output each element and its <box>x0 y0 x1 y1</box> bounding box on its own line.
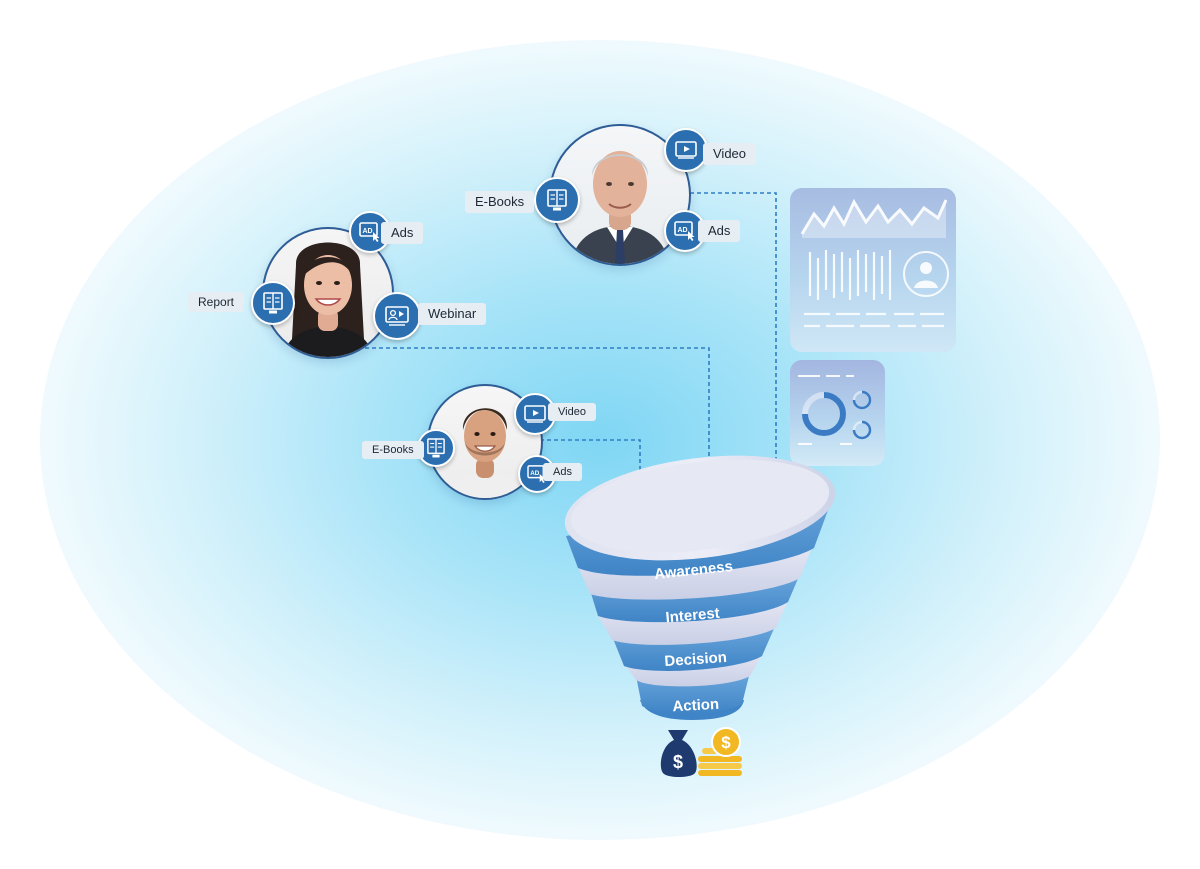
ebook-icon <box>547 189 567 211</box>
channel-label-ads: Ads <box>698 220 741 242</box>
connector-woman <box>358 347 710 506</box>
money-bag-and-coins-icon: $ $ <box>660 727 742 777</box>
video-icon <box>524 405 546 423</box>
funnel-stage-decision: Decision <box>664 649 728 670</box>
ebook-icon-badge[interactable] <box>534 177 580 223</box>
channel-label-webinar: Webinar <box>418 303 487 325</box>
report-icon-badge[interactable] <box>251 281 295 325</box>
channel-label-report: Report <box>188 292 245 312</box>
portrait-young-man <box>443 408 527 498</box>
donut-stats-panel <box>790 360 885 466</box>
channel-label-ads: Ads <box>543 463 582 481</box>
channel-label-ads: Ads <box>381 222 424 244</box>
video-icon <box>675 141 697 159</box>
analytics-chart-graphic <box>800 198 949 328</box>
coin-stack-icon: $ <box>698 727 742 776</box>
channel-label-ebooks: E-Books <box>362 441 424 459</box>
svg-text:AD: AD <box>363 228 373 235</box>
funnel-stage-interest: Interest <box>665 605 720 627</box>
funnel-stage-action: Action <box>672 696 719 715</box>
ebook-icon-badge[interactable] <box>417 429 455 467</box>
svg-text:$: $ <box>673 752 683 772</box>
svg-text:$: $ <box>721 733 731 752</box>
channel-label-video: Video <box>703 143 757 165</box>
ad-click-icon: AD <box>674 221 695 241</box>
video-icon-badge[interactable] <box>664 128 708 172</box>
channel-label-ebooks: E-Books <box>465 191 535 213</box>
donut-chart-graphic <box>798 375 872 445</box>
ad-click-icon: AD <box>359 222 380 242</box>
svg-text:AD: AD <box>678 227 688 234</box>
report-icon <box>263 292 283 314</box>
analytics-dashboard-panel <box>790 188 956 352</box>
channel-label-video: Video <box>548 403 596 421</box>
money-bag-icon: $ <box>660 730 697 777</box>
webinar-icon-badge[interactable] <box>373 292 421 340</box>
svg-text:AD: AD <box>530 470 540 477</box>
webinar-icon <box>385 306 409 326</box>
portrait-woman <box>282 242 374 357</box>
portrait-senior-man <box>571 151 669 264</box>
ebook-icon <box>427 438 445 458</box>
connector-senior-man <box>690 192 777 518</box>
